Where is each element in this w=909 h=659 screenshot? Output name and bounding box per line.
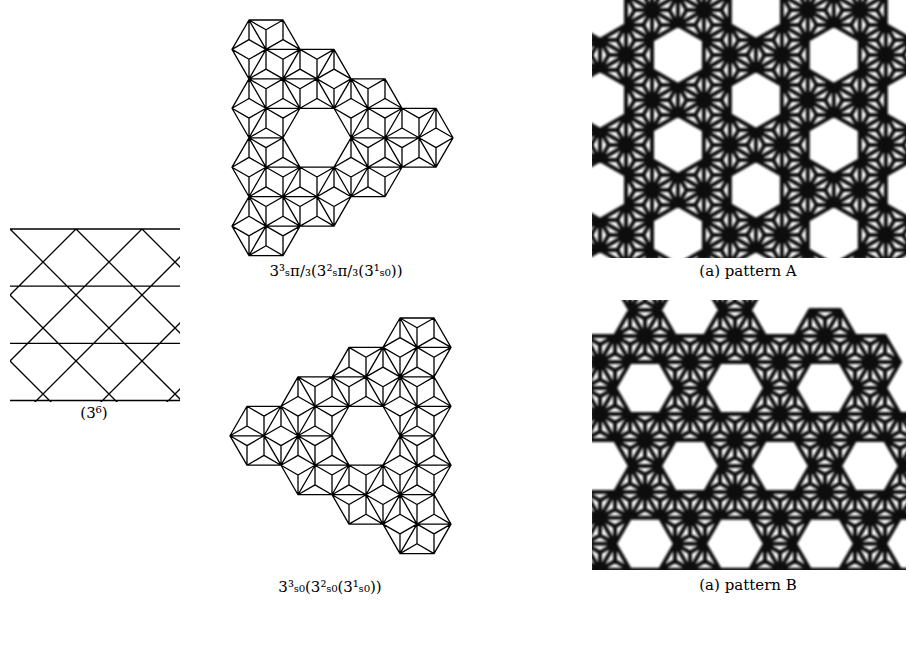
pattern-image <box>592 0 906 258</box>
stroke <box>10 229 180 402</box>
hexagon-cluster <box>230 318 451 554</box>
formula-label: 3³ₛπ/₃(3²ₛπ/₃(3¹ₛ₀)) <box>269 262 402 280</box>
tiling-label: (3⁶) <box>80 404 107 422</box>
stroke <box>232 20 453 256</box>
stroke <box>230 318 451 554</box>
caption-label: (a) pattern A <box>699 262 796 280</box>
formula-label: 3³ₛ₀(3²ₛ₀(3¹ₛ₀)) <box>278 578 381 596</box>
stroke <box>592 300 906 570</box>
caption-label: (a) pattern B <box>699 576 797 594</box>
pattern-image <box>592 300 906 570</box>
stroke <box>592 0 906 258</box>
triangle-tiling <box>10 229 180 402</box>
hexagon-cluster <box>232 20 453 256</box>
